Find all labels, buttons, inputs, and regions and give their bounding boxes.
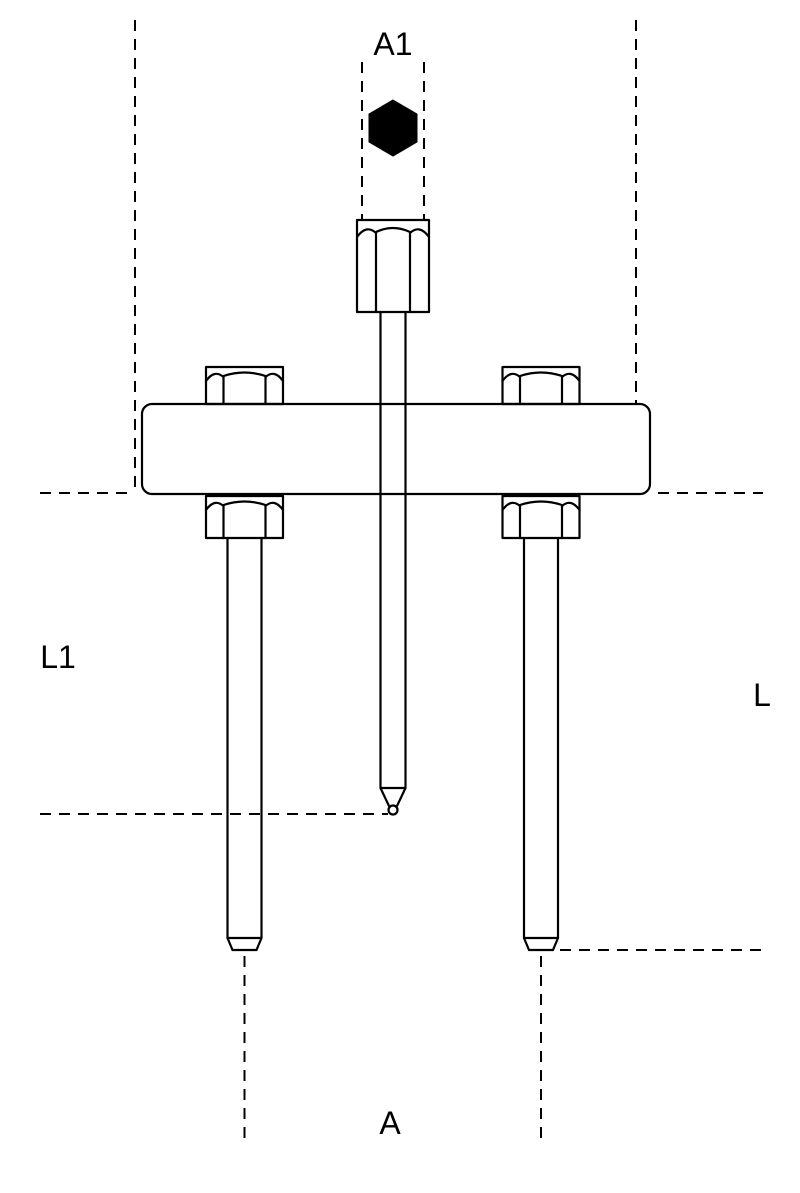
crossbeam	[140, 402, 652, 496]
spindle-shaft	[379, 310, 407, 816]
spindle-tip	[387, 804, 399, 816]
label-a: A	[379, 1105, 401, 1141]
right-rod	[522, 536, 560, 952]
left-bolt-head	[204, 365, 285, 406]
left-rod	[226, 536, 263, 952]
label-l: L	[753, 677, 771, 713]
label-a1: A1	[373, 26, 412, 62]
left-nut	[204, 494, 285, 540]
label-l1: L1	[40, 639, 76, 675]
drive-hex-icon	[368, 99, 418, 157]
spindle-hex-head	[355, 218, 431, 314]
right-bolt-head	[501, 365, 581, 406]
right-nut	[501, 494, 581, 540]
